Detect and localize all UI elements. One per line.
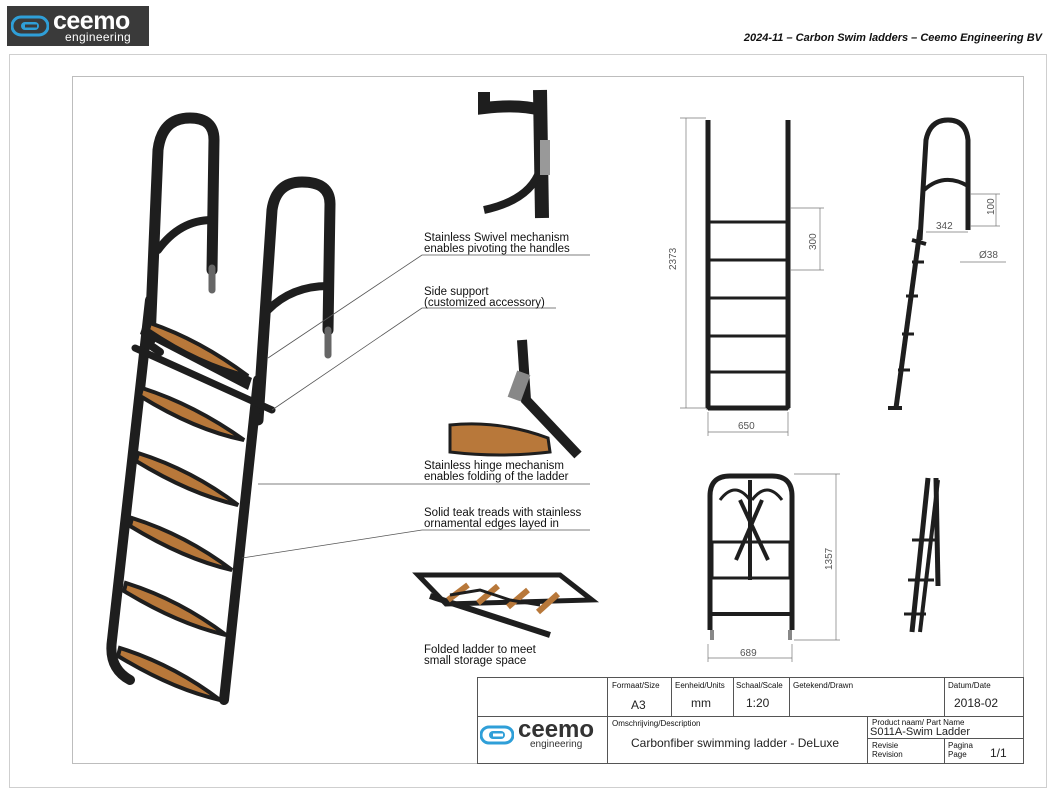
tb-divider-h2: [867, 738, 1023, 739]
tb-rev-label1: Revisie: [872, 741, 899, 750]
callout-side-support: Side support (customized accessory): [424, 286, 545, 309]
dim-front-width: 650: [738, 421, 755, 432]
ceemo-logo-icon: [11, 15, 49, 37]
main-ladder-render: [106, 112, 336, 705]
tb-divider-v6: [867, 716, 868, 763]
callout-teak: Solid teak treads with stainless ornamen…: [424, 507, 582, 530]
title-block: Formaat/Size A3 Eenheid/Units mm Schaal/…: [477, 677, 1024, 764]
folded-ladder-render: [412, 572, 600, 638]
tread-2: [137, 385, 246, 442]
tb-page-label1: Pagina: [948, 741, 973, 750]
dim-back-height: 1357: [824, 547, 835, 570]
hinge-detail-render: [448, 339, 582, 459]
tread-1: [140, 320, 252, 390]
callout-teak-line2: ornamental edges layed in: [424, 518, 559, 530]
tb-units-value: mm: [691, 696, 711, 710]
logo-word: ceemo: [53, 6, 130, 35]
side-view: [888, 117, 971, 410]
tb-date-value: 2018-02: [954, 696, 999, 710]
tb-logo-word: ceemo: [518, 716, 595, 743]
front-view-dims: [680, 117, 824, 436]
swivel-detail-render: [478, 89, 550, 219]
tread-3: [133, 450, 240, 507]
tb-divider-h: [478, 716, 1023, 717]
dim-back-width: 689: [740, 648, 757, 659]
callout-hinge-line2: enables folding of the ladder: [424, 471, 569, 483]
tb-part-value: S011A-Swim Ladder: [870, 726, 971, 738]
outer-frame: [9, 54, 1047, 788]
tb-format-label: Formaat/Size: [612, 681, 660, 690]
tb-divider-v7: [944, 738, 945, 763]
logo-sub: engineering: [65, 29, 132, 44]
side-view-dims: [926, 193, 1006, 263]
dim-side-tube: Ø38: [979, 250, 998, 261]
dim-front-height: 2373: [668, 247, 679, 270]
side-folded-view: [904, 477, 941, 633]
dim-front-step: 300: [808, 233, 819, 250]
tb-desc-value: Carbonfiber swimming ladder - DeLuxe: [631, 736, 840, 750]
tb-scale-label: Schaal/Scale: [736, 681, 783, 690]
callout-hinge: Stainless hinge mechanism enables foldin…: [424, 460, 569, 483]
tb-scale-value: 1:20: [746, 696, 770, 710]
dim-side-offset: 342: [936, 221, 953, 232]
callout-side-line1: Side support: [424, 286, 489, 298]
back-view: [707, 473, 795, 640]
tb-divider-v1: [607, 678, 608, 763]
tb-date-label: Datum/Date: [948, 681, 991, 690]
dim-side-height: 100: [986, 198, 997, 215]
tb-divider-v4: [789, 678, 790, 716]
callout-folded-line2: small storage space: [424, 655, 527, 667]
tb-part-label: Product naam/ Part Name: [872, 718, 965, 727]
callout-hinge-line1: Stainless hinge mechanism: [424, 460, 564, 472]
tb-divider-v2: [671, 678, 672, 716]
back-view-dims: [707, 473, 840, 662]
tb-logo-sub: engineering: [530, 739, 583, 750]
leader-lines: [241, 254, 590, 559]
front-view: [705, 120, 791, 411]
tread-4: [127, 515, 234, 572]
tb-units-label: Eenheid/Units: [675, 681, 725, 690]
document-title: 2024-11 – Carbon Swim ladders – Ceemo En…: [743, 32, 1042, 44]
tread-5: [121, 580, 228, 637]
tb-logo: ceemo engineering: [480, 716, 595, 750]
tb-page-value: 1/1: [990, 746, 1007, 760]
callout-swivel: Stainless Swivel mechanism enables pivot…: [424, 232, 570, 255]
callout-side-line2: (customized accessory): [424, 297, 545, 309]
callout-folded: Folded ladder to meet small storage spac…: [424, 644, 536, 667]
tread-6: [115, 645, 222, 702]
callout-teak-line1: Solid teak treads with stainless: [424, 507, 582, 519]
tb-desc-label: Omschrijving/Description: [612, 719, 701, 728]
callout-swivel-line2: enables pivoting the handles: [424, 243, 570, 255]
header-logo: ceemo engineering: [7, 6, 149, 46]
tb-page-label2: Page: [948, 750, 967, 759]
tb-rev-label2: Revision: [872, 750, 903, 759]
teak-treads: [115, 320, 252, 702]
tb-divider-v5: [944, 678, 945, 716]
tb-format-value: A3: [631, 698, 646, 712]
callout-swivel-line1: Stainless Swivel mechanism: [424, 232, 570, 244]
tb-drawn-label: Getekend/Drawn: [793, 681, 854, 690]
tb-ceemo-logo-icon: [480, 725, 514, 745]
tb-divider-v3: [733, 678, 734, 716]
callout-folded-line1: Folded ladder to meet: [424, 644, 536, 656]
